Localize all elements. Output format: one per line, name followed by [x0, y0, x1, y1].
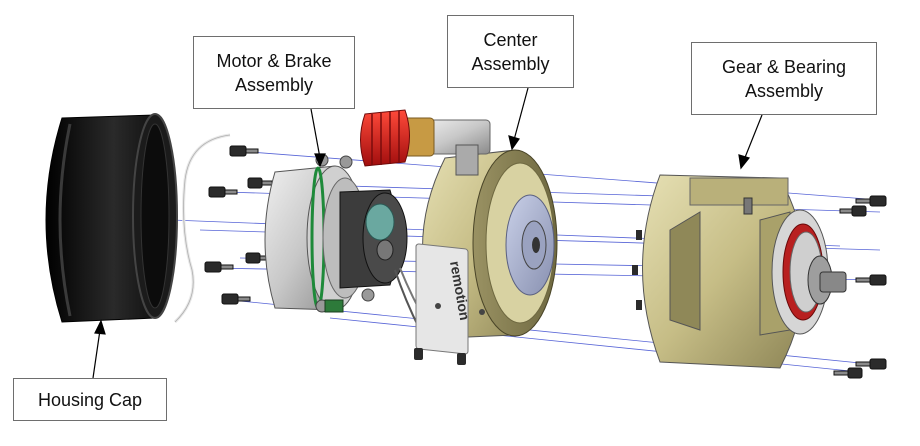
label-text: Housing Cap [37, 389, 143, 410]
bolt-icon [855, 195, 887, 207]
screw-icon [435, 303, 485, 315]
bolt-icon [855, 358, 887, 370]
label-housing-cap: Housing Cap [13, 378, 167, 421]
bolt-icon [229, 145, 259, 157]
right-bolts [833, 195, 887, 379]
bolt-icon [855, 274, 887, 286]
bolt-icon [247, 177, 273, 189]
label-text: Motor & Brake Assembly [216, 50, 332, 95]
bolt-icon [208, 186, 238, 198]
center-assembly: remotion [360, 109, 558, 355]
bolt-icon [245, 252, 271, 264]
bolt-icon [221, 293, 251, 305]
connector [360, 109, 491, 176]
white-cable [173, 133, 231, 324]
bolt-icon [204, 261, 234, 273]
bolt-icon [833, 367, 863, 379]
arrow-head-icon [314, 153, 326, 168]
motor-brake-assembly [264, 153, 429, 331]
small-screws [414, 348, 466, 365]
label-gear-bearing-assembly: Gear & Bearing Assembly [691, 42, 877, 115]
left-bolts [204, 145, 273, 305]
label-text: Gear & Bearing Assembly [721, 56, 847, 101]
gear-bearing-assembly [632, 174, 847, 369]
housing-cap [45, 113, 178, 323]
label-text: Center Assembly [471, 29, 550, 74]
arrow-head-icon [94, 319, 106, 335]
label-center-assembly: Center Assembly [447, 15, 574, 88]
bolt-icon [839, 205, 867, 217]
label-motor-brake-assembly: Motor & Brake Assembly [193, 36, 355, 109]
leader-lines [92, 87, 763, 379]
arrow-head-icon [508, 135, 520, 151]
arrow-head-icon [738, 154, 751, 170]
gear-shaft [819, 271, 847, 293]
